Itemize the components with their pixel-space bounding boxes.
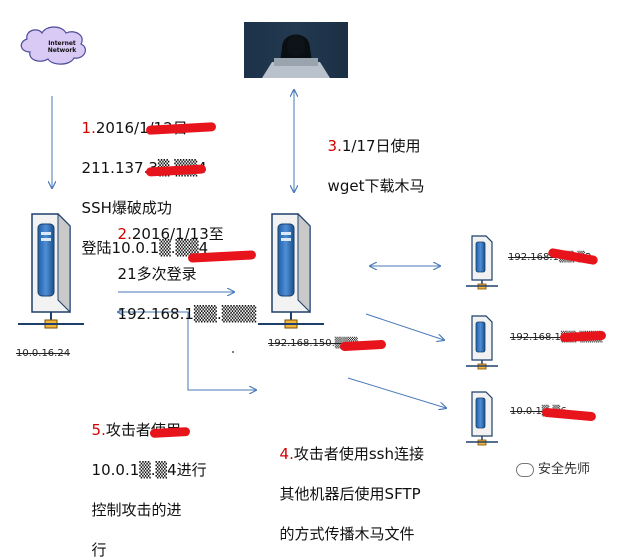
watermark-text: 安全先师 [538,462,591,477]
target-server-3-icon [465,391,499,446]
step-5-line-3: 控制攻击的进 [91,501,182,519]
step-4-annotation: 4.攻击者使用ssh连接 其他机器后使用SFTP 的方式传播木马文件 [270,424,424,544]
stray-dot [232,351,234,353]
compromised-server-ip: 10.0.16.24 [16,348,71,359]
step-5-line-2: 10.0.1▒.▒4进行 [91,461,207,479]
diagram-canvas [17,22,499,446]
step-5-line-4: 行 [91,541,107,559]
wechat-icon [516,462,534,477]
step-3-annotation: 3.1/17日使用 wget下载木马 [318,116,425,196]
internet-cloud-icon [20,26,86,65]
step-3-line-1: 1/17日使用 [341,137,421,155]
step-1-line-4: 登陆10.0.1▒.▒▒4 [81,239,209,257]
target-server-1-icon [465,235,499,290]
arrow-pivot-target3 [347,377,446,408]
step-3-line-2: wget下载木马 [327,177,425,195]
hacker-laptop-image [244,22,348,78]
target-server-2-ip: 192.168.1▒▒.▒▒▒ [510,332,603,343]
arrow-pivot-target2 [365,313,444,340]
watermark: 安全先师 [516,458,590,477]
step-5-annotation: 5.攻击者使用 10.0.1▒.▒4进行 控制攻击的进 行 [82,400,207,560]
step-4-line-2: 其他机器后使用SFTP [279,485,421,503]
step-1-line-3: SSH爆破成功 [81,199,172,217]
step-4-number: 4. [279,445,294,463]
step-2-annotation: 2.2016/1/13至 21多次登录 192.168.1▒▒.▒▒▒ [108,204,257,324]
step-4-line-1: 攻击者使用ssh连接 [293,445,424,463]
cloud-label-line2: Network [47,47,77,54]
step-2-line-2: 21多次登录 [117,265,197,283]
target-server-1-ip: 192.168.1▒▒.▒2 [508,252,592,263]
step-2-line-1: 2016/1/13至 [131,225,224,243]
pivot-server-icon [257,213,325,329]
target-server-3-ip: 10.0.1▒.▒6 [510,406,567,417]
cloud-label-line1: Internet [48,40,76,47]
target-server-2-icon [465,315,499,370]
arrow-control-path [187,312,256,390]
step-2-line-3: 192.168.1▒▒.▒▒▒ [117,305,257,323]
flow-arrows [52,90,446,408]
cloud-label: Internet Network [40,40,84,54]
step-5-number: 5. [91,421,106,439]
step-4-line-3: 的方式传播木马文件 [279,525,415,543]
step-3-number: 3. [327,137,342,155]
step-1-number: 1. [81,119,96,137]
step-2-number: 2. [117,225,132,243]
pivot-server-ip: 192.168.150.▒▒▒ [268,338,358,349]
